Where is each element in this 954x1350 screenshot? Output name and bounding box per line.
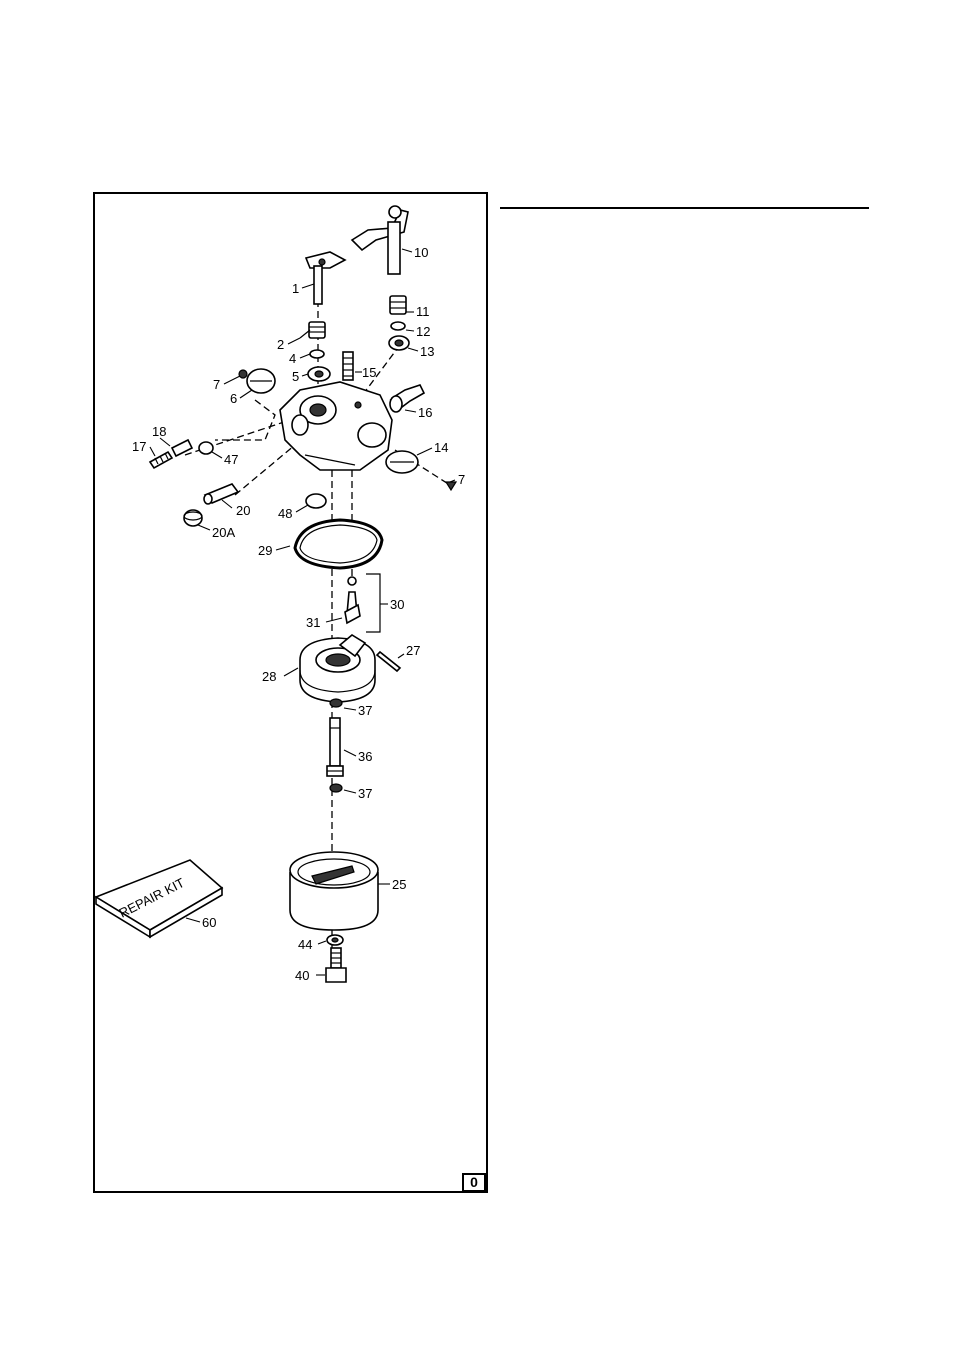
part-44-washer xyxy=(327,935,343,945)
label-37-top: 37 xyxy=(358,703,372,718)
label-27: 27 xyxy=(406,643,420,658)
part-13-seal xyxy=(389,336,409,350)
part-48-o-ring xyxy=(306,494,326,508)
part-25-float-bowl xyxy=(290,852,378,930)
label-5: 5 xyxy=(292,369,299,384)
label-29: 29 xyxy=(258,543,272,558)
part-20-pin xyxy=(204,484,238,504)
label-10: 10 xyxy=(414,245,428,260)
label-44: 44 xyxy=(298,937,312,952)
part-40-bolt xyxy=(326,948,346,982)
label-11: 11 xyxy=(416,304,430,319)
label-7-bottom: 7 xyxy=(458,472,465,487)
label-1: 1 xyxy=(292,281,299,296)
label-31: 31 xyxy=(306,615,320,630)
part-29-bowl-gasket xyxy=(295,520,382,568)
label-28: 28 xyxy=(262,669,276,684)
part-15-spring xyxy=(343,352,353,380)
label-18: 18 xyxy=(152,424,166,439)
part-7-screw-bottom xyxy=(446,482,456,490)
part-37-washer-top xyxy=(330,699,342,707)
page-indicator: 0 xyxy=(462,1173,486,1192)
part-11-spring xyxy=(390,296,406,314)
label-37-bottom: 37 xyxy=(358,786,372,801)
part-2-spring xyxy=(300,322,325,338)
label-40: 40 xyxy=(295,968,309,983)
part-10-choke-lever xyxy=(352,206,408,274)
part-7-screw-top xyxy=(239,370,247,378)
label-6: 6 xyxy=(230,391,237,406)
label-7-top: 7 xyxy=(213,377,220,392)
part-36-main-jet xyxy=(327,718,343,776)
label-25: 25 xyxy=(392,877,406,892)
label-13: 13 xyxy=(420,344,434,359)
label-17: 17 xyxy=(132,439,146,454)
label-4: 4 xyxy=(289,351,296,366)
part-1-throttle-shaft xyxy=(306,252,345,304)
part-28-float xyxy=(300,635,375,702)
part-12-washer xyxy=(391,322,405,330)
part-27-float-pin xyxy=(377,652,400,671)
label-20: 20 xyxy=(236,503,250,518)
part-6-throttle-plate xyxy=(247,369,275,393)
part-37-washer-bottom xyxy=(330,784,342,792)
part-5-seal xyxy=(308,367,330,381)
part-14-choke-plate xyxy=(386,451,418,473)
label-47: 47 xyxy=(224,452,238,467)
label-48: 48 xyxy=(278,506,292,521)
label-20a: 20A xyxy=(212,525,235,540)
label-36: 36 xyxy=(358,749,372,764)
part-47-o-ring xyxy=(199,442,213,454)
label-15: 15 xyxy=(362,365,376,380)
label-12: 12 xyxy=(416,324,430,339)
label-60: 60 xyxy=(202,915,216,930)
part-20a-cap xyxy=(184,510,202,526)
label-16: 16 xyxy=(418,405,432,420)
carburetor-body xyxy=(280,382,392,470)
part-4-washer xyxy=(310,350,324,358)
part-17-idle-screw xyxy=(150,452,172,468)
label-14: 14 xyxy=(434,440,448,455)
bracket-30 xyxy=(366,574,380,632)
label-2: 2 xyxy=(277,337,284,352)
label-30: 30 xyxy=(390,597,404,612)
